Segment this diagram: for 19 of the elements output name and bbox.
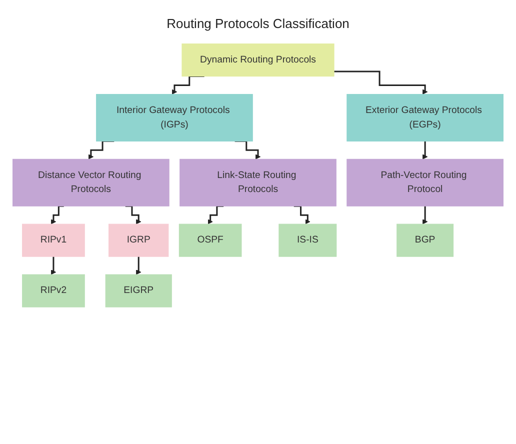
node-box: RIPv2 xyxy=(22,274,85,308)
arrow xyxy=(50,256,56,275)
arrow xyxy=(136,256,142,275)
node-box: IS-IS xyxy=(278,224,337,257)
arrow xyxy=(334,70,428,95)
node-box: Path-Vector Routing Protocol xyxy=(346,158,504,206)
node-box: IGRP xyxy=(108,224,169,257)
node-box: RIPv1 xyxy=(22,224,85,257)
node-box: Link-State Routing Protocols xyxy=(180,158,336,206)
node-box: Exterior Gateway Protocols (EGPs) xyxy=(346,94,504,142)
node-box: Interior Gateway Protocols (IGPs) xyxy=(96,94,253,142)
node-box: BGP xyxy=(396,224,454,257)
diagram-title: Routing Protocols Classification xyxy=(166,16,350,31)
node-box: Distance Vector Routing Protocols xyxy=(12,158,170,206)
node-box: OSPF xyxy=(178,224,242,257)
arrow xyxy=(422,140,428,160)
arrow xyxy=(422,205,428,224)
node-box: EIGRP xyxy=(105,274,172,308)
node-box: Dynamic Routing Protocols xyxy=(182,44,334,77)
